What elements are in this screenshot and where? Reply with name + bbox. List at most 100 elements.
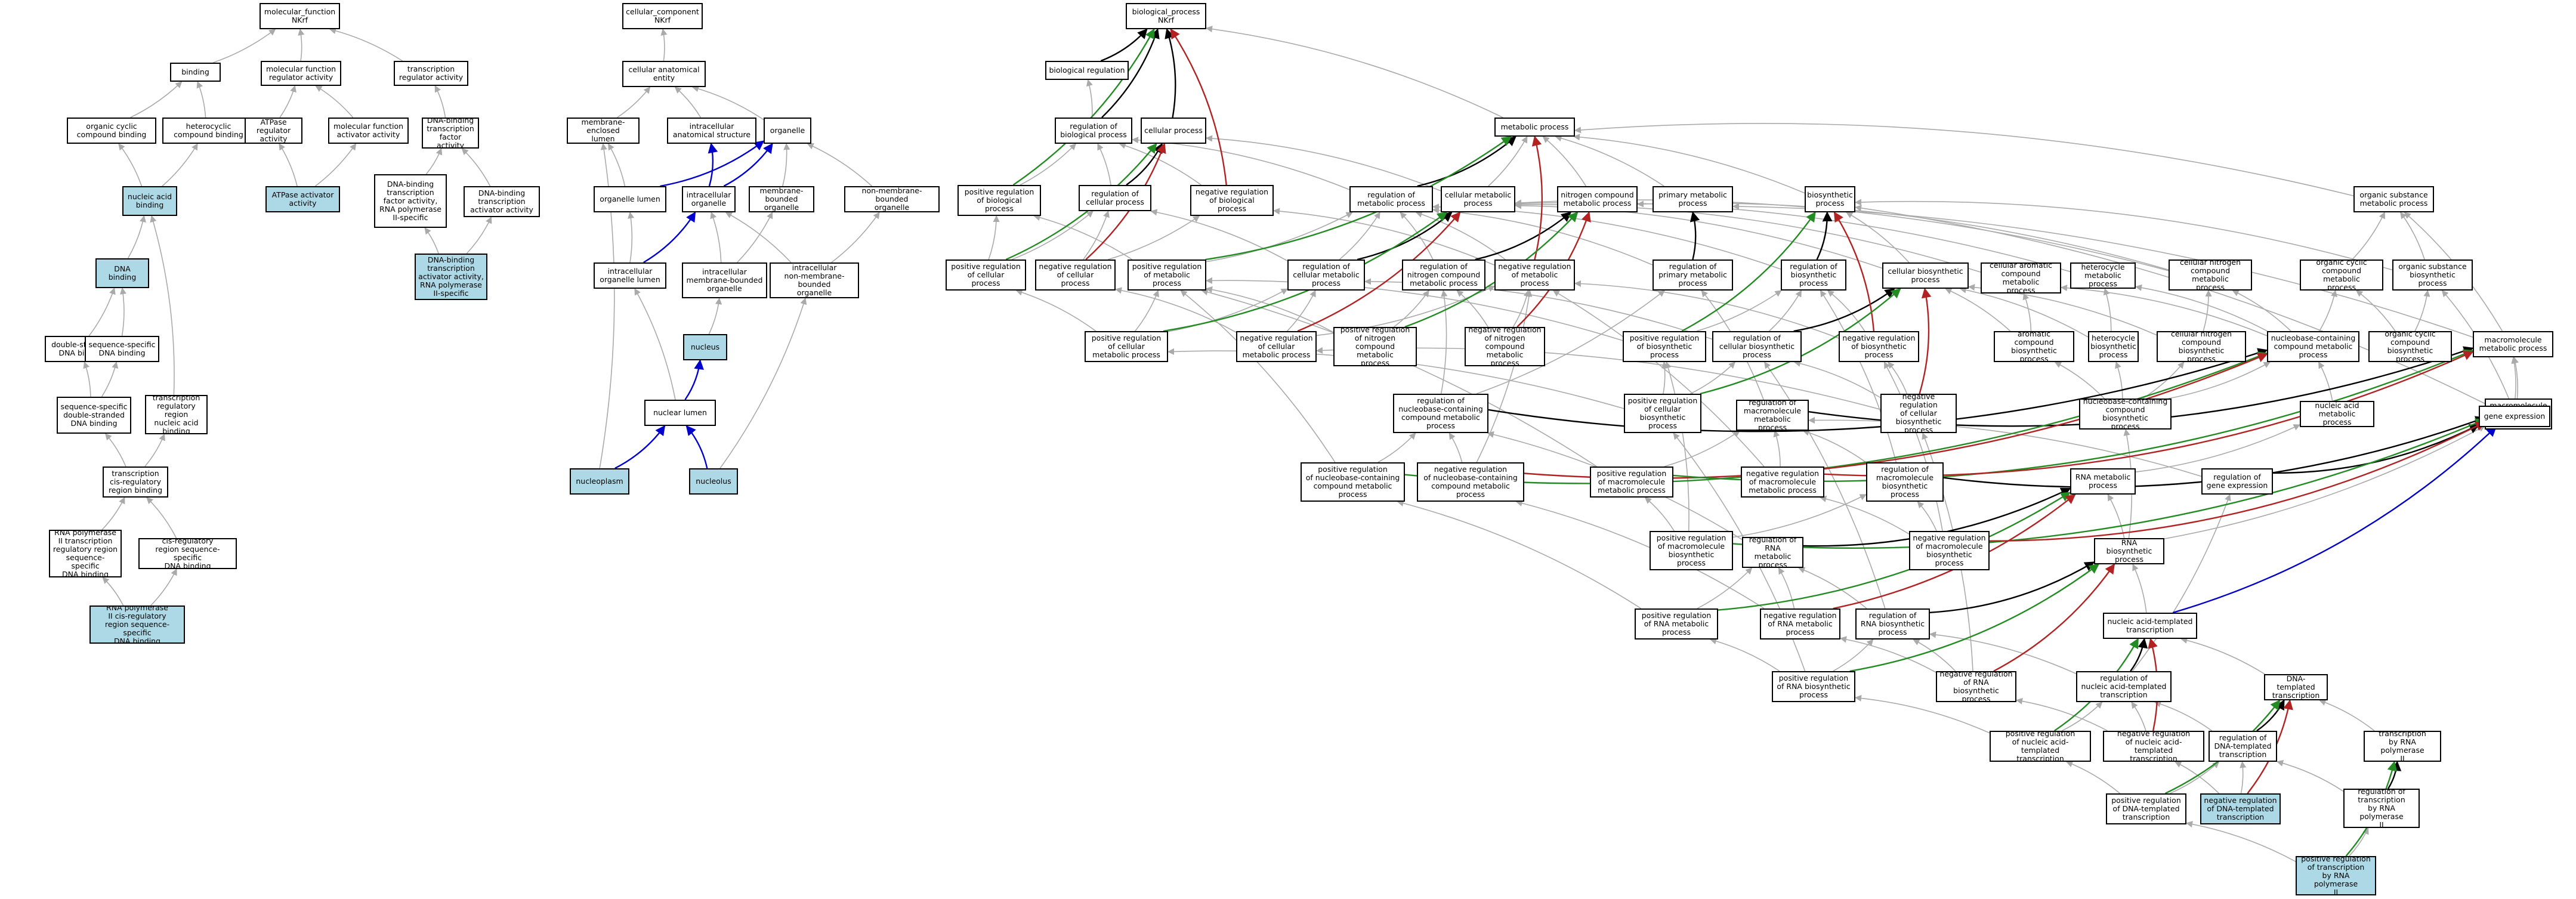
edge-rcbsp-to-rbsp (1769, 290, 1802, 332)
edge-nrrnabsp-to-rrnabsp (1913, 639, 1956, 672)
term-node-rcbsp: regulation of cellular biosynthetic proc… (1712, 331, 1802, 362)
edge-nrrnamp-to-rrnamp (1778, 567, 1795, 609)
edge-prbsp-to-prmp (1205, 277, 1623, 341)
edge-ncbsp-to-hbsp (2115, 361, 2123, 399)
edge-nrbsp-to-rbsp (1827, 290, 1865, 332)
edge-nab-to-hcb (162, 143, 198, 187)
edge-prmp-to-rmp (1206, 212, 1353, 262)
edge-prmbsp-to-mbsp (1732, 418, 2486, 549)
term-node-mmp: macromolecule metabolic process (2473, 331, 2553, 357)
edge-hcb-to-binding (196, 81, 206, 118)
term-node-rmp: regulation of metabolic process (1349, 186, 1433, 212)
term-node-nrcp: negative regulation of cellular process (1035, 259, 1116, 291)
edge-nrnccmp-to-rnccmp (1448, 432, 1463, 463)
edge-nrmmp-to-rmmp (1773, 430, 1781, 467)
term-node-ncbsp: nucleobase-containing compound biosynthe… (2079, 398, 2172, 430)
term-node-rge: regulation of gene expression (2201, 468, 2273, 495)
term-node-nrrnamp: negative regulation of RNA metabolic pro… (1760, 608, 1840, 640)
edge-nrmmp-to-nrmp (1552, 290, 1765, 467)
edge-mp-to-bp (1205, 26, 1503, 118)
term-node-hcb: heterocyclic compound binding (162, 118, 255, 144)
edge-atpra-to-mfra (279, 85, 296, 118)
edge-prrnabsp-to-rrnabsp (1833, 639, 1874, 672)
edge-rp2trr-to-tcrrb (101, 496, 125, 530)
term-node-nrcbsp: negative regulation of cellular biosynth… (1880, 394, 1957, 433)
edge-rcp-to-rbp (1097, 143, 1111, 186)
term-node-prmp: positive regulation of metabolic process (1128, 259, 1206, 291)
edge-nlumen-to-iol (634, 288, 676, 400)
term-node-rcmp: regulation of cellular metabolic process (1287, 259, 1365, 291)
edge-nrmbsp-to-nrmmp (1820, 495, 1910, 535)
term-node-occmp: organic cyclic compound metabolic proces… (2300, 259, 2383, 291)
term-node-prnatt: positive regulation of nucleic acid-temp… (1990, 731, 2091, 762)
edge-ncmpx-to-cacmp (2060, 284, 2268, 336)
term-node-nrcmp: negative regulation of cellular metaboli… (1236, 331, 1317, 362)
term-node-ocb: organic cyclic compound binding (67, 118, 156, 144)
edge-nlumen-to-nucleus (684, 359, 704, 400)
term-node-rdtt: regulation of DNA-templated transcriptio… (2209, 731, 2277, 762)
edge-rbp-to-breg (1086, 79, 1093, 118)
term-node-mfra: molecular function regulator activity (261, 61, 341, 86)
edge-tra-to-mf (329, 27, 403, 61)
edge-io-to-org (723, 143, 773, 187)
edge-prmp-to-prbp (1033, 214, 1133, 260)
term-node-prbp: positive regulation of biological proces… (957, 185, 1041, 216)
edge-rmbsp-to-rmmp (1802, 429, 1867, 463)
edge-iol-to-io (643, 211, 696, 264)
term-node-trrnab: transcription regulatory region nucleic … (145, 395, 208, 434)
term-node-iol: intracellular organelle lumen (594, 262, 666, 289)
edge-prcbsp-to-cbsp (1700, 288, 1901, 395)
edge-prmbsp-to-prmmp (1644, 497, 1675, 532)
edge-rge-to-ge (2272, 424, 2480, 474)
edge-osbsp-to-osmp (2400, 212, 2425, 260)
edge-ncmp-to-mp (1542, 136, 1587, 187)
edge-nrbsp-to-bsp (1833, 211, 1875, 332)
edge-prdtt-to-prnatt (2065, 761, 2121, 794)
edge-rp2crr-to-crrss (150, 568, 177, 606)
term-node-nrmbsp: negative regulation of macromolecule bio… (1909, 531, 1990, 570)
term-node-inmbo: intracellular non-membrane-bounded organ… (770, 262, 859, 298)
term-node-nlumen: nuclear lumen (644, 400, 716, 426)
term-node-cc: cellular_component NKrf (622, 3, 703, 29)
term-node-dbtaa2: DNA-binding transcription activator acti… (415, 254, 487, 300)
term-node-rncmp: regulation of nitrogen compound metaboli… (1402, 259, 1485, 291)
edge-rtrp2-to-rdtt (2276, 759, 2344, 792)
term-node-io: intracellular organelle (682, 186, 736, 212)
term-node-rnatt: regulation of nucleic acid-templated tra… (2076, 671, 2172, 702)
edge-cae-to-cc (660, 28, 668, 61)
edge-nrrnabsp-to-nrrnamp (1839, 636, 1936, 673)
edge-imbo-to-mbo (737, 211, 773, 263)
term-node-cae: cellular anatomical entity (622, 61, 706, 87)
edge-cmp-to-mp (1488, 136, 1528, 187)
edge-binding-to-mf (213, 29, 276, 63)
edge-orgl-to-mel (607, 143, 626, 187)
edge-breg-to-bp (1100, 28, 1148, 62)
term-node-rp2crr: RNA polymerase II cis-regulatory region … (89, 605, 185, 644)
term-node-nrnccmp: negative regulation of nucleobase-contai… (1417, 462, 1524, 502)
term-node-dtt: DNA-templated transcription (2264, 674, 2328, 700)
edge-rcmp-to-rmp (1339, 212, 1380, 260)
edge-prrnabsp-to-prrnamp (1709, 638, 1780, 672)
term-node-dbtaa: DNA-binding transcription activator acti… (464, 186, 540, 217)
edge-dtt-to-natt (2180, 637, 2265, 675)
edge-rnatt-to-natt (2130, 638, 2148, 672)
edge-nrnccmp-to-nrmp (1476, 289, 1533, 463)
term-node-rbp: regulation of biological process (1055, 118, 1132, 144)
edge-prnatt-to-prrnabsp (1854, 694, 1990, 734)
term-node-nrncmp: negative regulation of nitrogen compound… (1465, 327, 1545, 366)
edge-prcp-to-rcp (1011, 211, 1094, 260)
term-node-cp: cellular process (1141, 118, 1206, 144)
edge-trrnab-to-nab (150, 215, 175, 396)
edge-osbsp-to-bsp (1854, 199, 2393, 271)
term-node-hmp: heterocycle metabolic process (2070, 262, 2136, 289)
edge-crrss-to-tcrrb (146, 497, 177, 539)
edge-dnab-to-nab (127, 215, 146, 259)
edge-namp-to-ncmpx (2318, 362, 2333, 401)
edge-atpaa-to-atpra (279, 143, 298, 187)
edge-cp-to-bp (1165, 28, 1176, 118)
edge-rge-to-rmmp (1808, 416, 2202, 477)
edge-nrmbsp-to-mbsp (1989, 421, 2486, 542)
term-node-bp: biological_process NKrf (1126, 3, 1206, 29)
term-node-nrbp: negative regulation of biological proces… (1190, 185, 1274, 216)
